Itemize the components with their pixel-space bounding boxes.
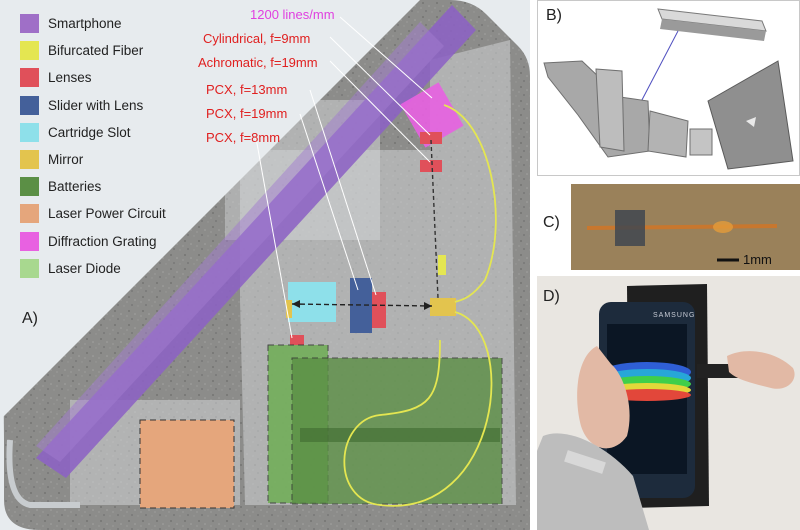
legend-item: Laser Diode xyxy=(20,255,166,282)
callout-achromatic: Achromatic, f=19mm xyxy=(198,55,318,70)
legend-swatch xyxy=(20,122,39,142)
scale-bar-label: 1mm xyxy=(743,252,772,267)
leader-achromatic xyxy=(329,60,431,163)
render-lid xyxy=(707,60,794,170)
exploded-render xyxy=(543,8,794,170)
legend-label: Cartridge Slot xyxy=(48,124,131,140)
beam-arrow-left xyxy=(292,300,300,308)
legend-label: Laser Diode xyxy=(48,260,121,276)
legend-swatch xyxy=(20,231,39,251)
legend-label: Slider with Lens xyxy=(48,97,144,113)
handheld-photo xyxy=(537,276,800,530)
legend-item: Bifurcated Fiber xyxy=(20,37,166,64)
panel-b-exploded-render: B) xyxy=(537,0,800,176)
leader-pcx-19 xyxy=(299,113,359,291)
callout-pcx-8: PCX, f=8mm xyxy=(206,130,281,145)
legend-item: Slider with Lens xyxy=(20,92,166,119)
legend-item: Cartridge Slot xyxy=(20,119,166,146)
device-corner xyxy=(6,439,80,508)
wristband xyxy=(564,450,606,474)
lens-achromatic xyxy=(420,160,442,172)
legend-swatch xyxy=(20,150,39,170)
legend-label: Diffraction Grating xyxy=(48,233,157,249)
legend-item: Diffraction Grating xyxy=(20,228,166,255)
right-hand xyxy=(727,351,795,389)
legend-swatch xyxy=(20,41,39,61)
cartridge-slot xyxy=(288,282,336,322)
cartridge-photo xyxy=(571,184,800,270)
panel-label-a: A) xyxy=(22,310,38,327)
render-lid-hole xyxy=(746,117,756,127)
callout-cylindrical: Cylindrical, f=9mm xyxy=(203,31,311,46)
mirror-small xyxy=(286,300,292,318)
lens-cylindrical xyxy=(420,132,442,144)
legend-item: Laser Power Circuit xyxy=(20,200,166,227)
cartridge-block xyxy=(615,210,645,246)
legend-label: Smartphone xyxy=(48,16,122,32)
callout-grating: 1200 lines/mm xyxy=(250,7,335,22)
legend-swatch xyxy=(20,68,39,88)
legend-swatch xyxy=(20,258,39,278)
callout-pcx-19: PCX, f=19mm xyxy=(206,106,288,121)
legend-label: Batteries xyxy=(48,179,102,195)
laser-power-circuit xyxy=(139,419,235,509)
leader-cylindrical xyxy=(329,36,431,136)
leader-pcx-13 xyxy=(309,89,377,296)
leader-pcx-8 xyxy=(255,137,293,339)
sample-droplet xyxy=(713,221,733,233)
left-hand xyxy=(577,346,630,449)
render-block xyxy=(647,110,689,158)
slider-with-lens xyxy=(350,278,372,333)
legend-label: Mirror xyxy=(48,152,84,168)
panel-label-d: D) xyxy=(543,288,560,305)
beam-path-horizontal xyxy=(291,303,433,307)
mirror xyxy=(430,298,456,316)
legend-label: Bifurcated Fiber xyxy=(48,43,144,59)
lens-pcx-8 xyxy=(290,335,304,345)
legend-label: Laser Power Circuit xyxy=(48,206,166,222)
panel-d-handheld-photo: SAMSUNG D) xyxy=(537,276,800,530)
legend-swatch xyxy=(20,14,39,34)
panel-label-b: B) xyxy=(546,7,562,24)
smartphone-edge xyxy=(36,22,444,462)
beam-arrow-right xyxy=(424,302,432,310)
legend-swatch xyxy=(20,95,39,115)
legend-item: Mirror xyxy=(20,146,166,173)
lens-pcx-13 xyxy=(372,292,386,328)
phone-brand: SAMSUNG xyxy=(653,312,696,319)
legend-item: Lenses xyxy=(20,64,166,91)
device-schematic xyxy=(0,0,530,530)
beam-path-vertical xyxy=(430,139,439,299)
render-body-wall xyxy=(595,68,625,152)
legend-swatch xyxy=(20,177,39,197)
leader-grating xyxy=(339,16,433,99)
diffraction-grating xyxy=(400,82,464,148)
panel-label-c: C) xyxy=(543,214,560,231)
sweater-sleeve xyxy=(537,433,649,530)
legend-label: Lenses xyxy=(48,70,92,86)
callout-pcx-13: PCX, f=13mm xyxy=(206,82,288,97)
panel-c-cartridge-photo: C) 1mm xyxy=(537,180,800,272)
render-part xyxy=(689,128,713,156)
render-phone-side xyxy=(660,19,766,41)
fiber-connector xyxy=(438,255,446,275)
legend-item: Batteries xyxy=(20,173,166,200)
legend-item: Smartphone xyxy=(20,10,166,37)
legend-swatch xyxy=(20,204,39,224)
bifurcated-fiber xyxy=(343,104,497,507)
